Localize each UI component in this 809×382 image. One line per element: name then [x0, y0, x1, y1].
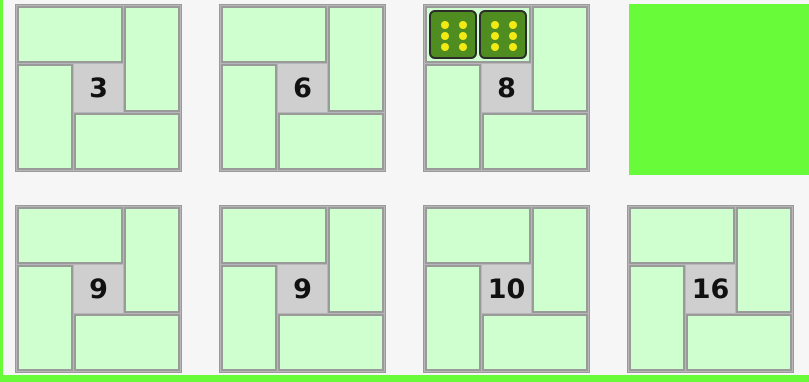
tile-piece-right — [532, 6, 588, 112]
tile-piece-bottom — [278, 113, 384, 170]
dice-pair — [425, 6, 531, 63]
edge-left-highlight — [0, 0, 3, 382]
die-pip — [509, 43, 517, 51]
tile-piece-right — [736, 207, 792, 313]
tile-7[interactable]: 10 — [423, 205, 590, 373]
tile-6[interactable]: 9 — [219, 205, 386, 373]
tile-piece-right — [124, 6, 180, 112]
die-pip — [491, 21, 499, 29]
tile-piece-right — [328, 207, 384, 313]
edge-bottom-highlight — [0, 375, 809, 382]
tile-value: 6 — [278, 64, 327, 112]
tile-piece-left — [425, 64, 481, 170]
tile-piece-bottom — [686, 314, 792, 371]
tile-value: 8 — [482, 64, 531, 112]
tile-piece-bottom — [74, 113, 180, 170]
die-pip — [441, 21, 449, 29]
die-pip — [459, 43, 467, 51]
tile-2[interactable]: 6 — [219, 4, 386, 172]
tile-piece-bottom — [278, 314, 384, 371]
tile-8[interactable]: 16 — [627, 205, 794, 373]
tile-piece-right — [328, 6, 384, 112]
tile-piece-top — [221, 207, 327, 264]
tile-piece-right — [124, 207, 180, 313]
tile-piece-left — [221, 265, 277, 371]
die-pip — [509, 21, 517, 29]
die-pip — [441, 32, 449, 40]
tile-piece-top — [629, 207, 735, 264]
tile-piece-top — [221, 6, 327, 63]
tile-piece-top — [17, 207, 123, 264]
tile-3[interactable]: 8 — [423, 4, 590, 172]
tile-piece-left — [17, 265, 73, 371]
die-pip — [441, 43, 449, 51]
tile-5[interactable]: 9 — [15, 205, 182, 373]
die-pip — [491, 43, 499, 51]
die-six-icon — [479, 10, 527, 59]
tile-piece-left — [221, 64, 277, 170]
tile-1[interactable]: 3 — [15, 4, 182, 172]
die-six-icon — [429, 10, 477, 59]
tile-value: 10 — [482, 265, 531, 313]
tile-value: 3 — [74, 64, 123, 112]
die-pip — [509, 32, 517, 40]
tile-piece-bottom — [74, 314, 180, 371]
tile-4-highlight[interactable] — [629, 4, 809, 175]
tile-piece-left — [17, 64, 73, 170]
tile-piece-left — [629, 265, 685, 371]
tile-piece-bottom — [482, 113, 588, 170]
die-pip — [459, 32, 467, 40]
tile-piece-bottom — [482, 314, 588, 371]
tile-value: 9 — [278, 265, 327, 313]
die-pip — [491, 32, 499, 40]
tile-piece-right — [532, 207, 588, 313]
tile-value: 16 — [686, 265, 735, 313]
tile-piece-top — [425, 207, 531, 264]
tile-piece-top — [17, 6, 123, 63]
tile-piece-left — [425, 265, 481, 371]
tile-value: 9 — [74, 265, 123, 313]
die-pip — [459, 21, 467, 29]
